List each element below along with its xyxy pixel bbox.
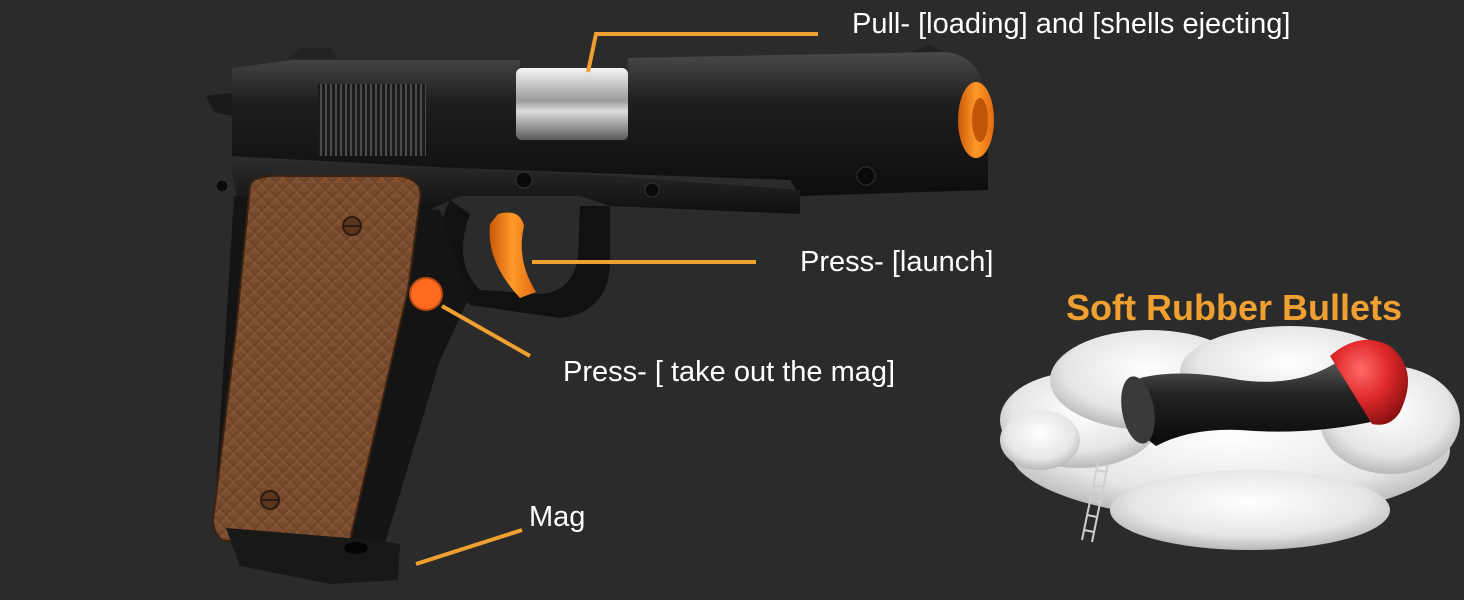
muzzle-bore [972,98,988,142]
cloud-with-bullet [1000,326,1460,550]
magazine-base [226,528,400,584]
callout-lines [415,32,818,566]
red-bullet-tip [1330,339,1408,425]
rear-sight [288,48,338,58]
orange-trigger [489,212,536,298]
slide-callout-label: Pull- [loading] and [shells ejecting] [852,8,1291,40]
chrome-barrel [516,68,628,140]
bullets-title: Soft Rubber Bullets [1066,287,1403,328]
mag-callout-label: Mag [529,501,586,533]
black-bullet-body [1132,360,1380,446]
mag-release-callout-line [441,304,531,358]
pistol [206,44,994,584]
mag-release-callout-label: Press- [ take out the mag] [563,356,896,388]
ladder [1081,461,1109,543]
slide-callout-line [586,32,818,73]
bullet-base [1121,376,1155,444]
mag-callout-line [415,528,523,566]
orange-mag-release-button [409,277,443,311]
trigger-callout-label: Press- [launch] [800,246,994,278]
front-sight [912,44,944,52]
slide-serrations [318,84,426,156]
trigger-guard [438,200,610,318]
